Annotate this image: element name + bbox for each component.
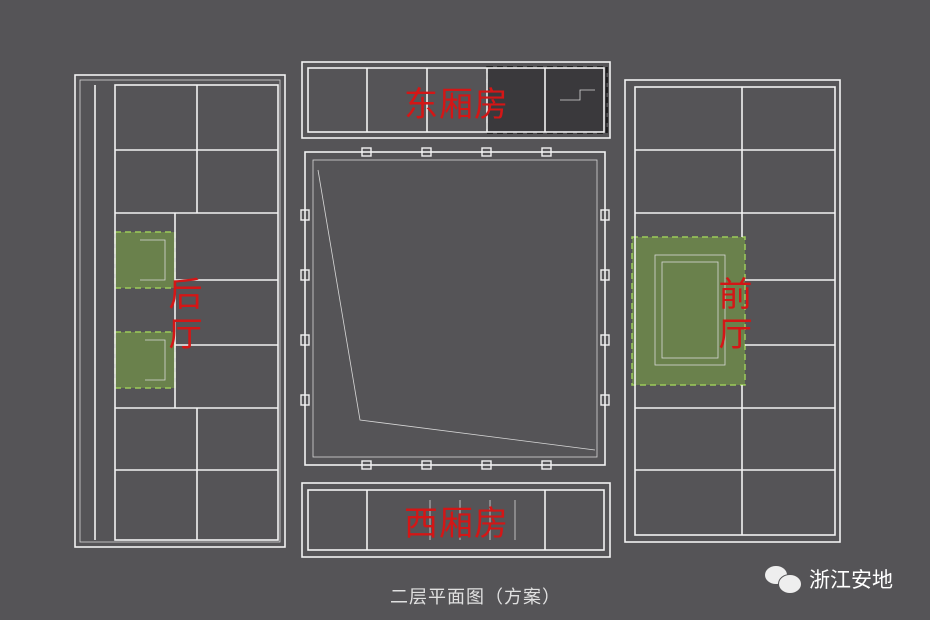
front-hall-char-1: 前 <box>718 275 754 315</box>
west-wing-label: 西厢房 <box>404 504 509 544</box>
front-hall-label: 前 厅 <box>718 275 754 355</box>
wechat-icon <box>765 564 803 594</box>
watermark-text: 浙江安地 <box>809 568 893 592</box>
rear-hall-label: 后 厅 <box>168 275 204 355</box>
rear-hall-char-1: 后 <box>168 275 204 315</box>
east-wing-label: 东厢房 <box>404 85 509 125</box>
rear-hall-char-2: 厅 <box>168 315 204 355</box>
west-wing <box>301 482 611 558</box>
left-wing <box>74 74 286 548</box>
front-hall-char-2: 厅 <box>718 315 754 355</box>
plan-caption: 二层平面图（方案） <box>390 587 561 608</box>
courtyard <box>300 147 610 470</box>
watermark: 浙江安地 <box>765 564 893 594</box>
east-wing-highlight <box>486 66 608 134</box>
east-wing <box>301 61 611 139</box>
right-wing <box>624 79 841 543</box>
